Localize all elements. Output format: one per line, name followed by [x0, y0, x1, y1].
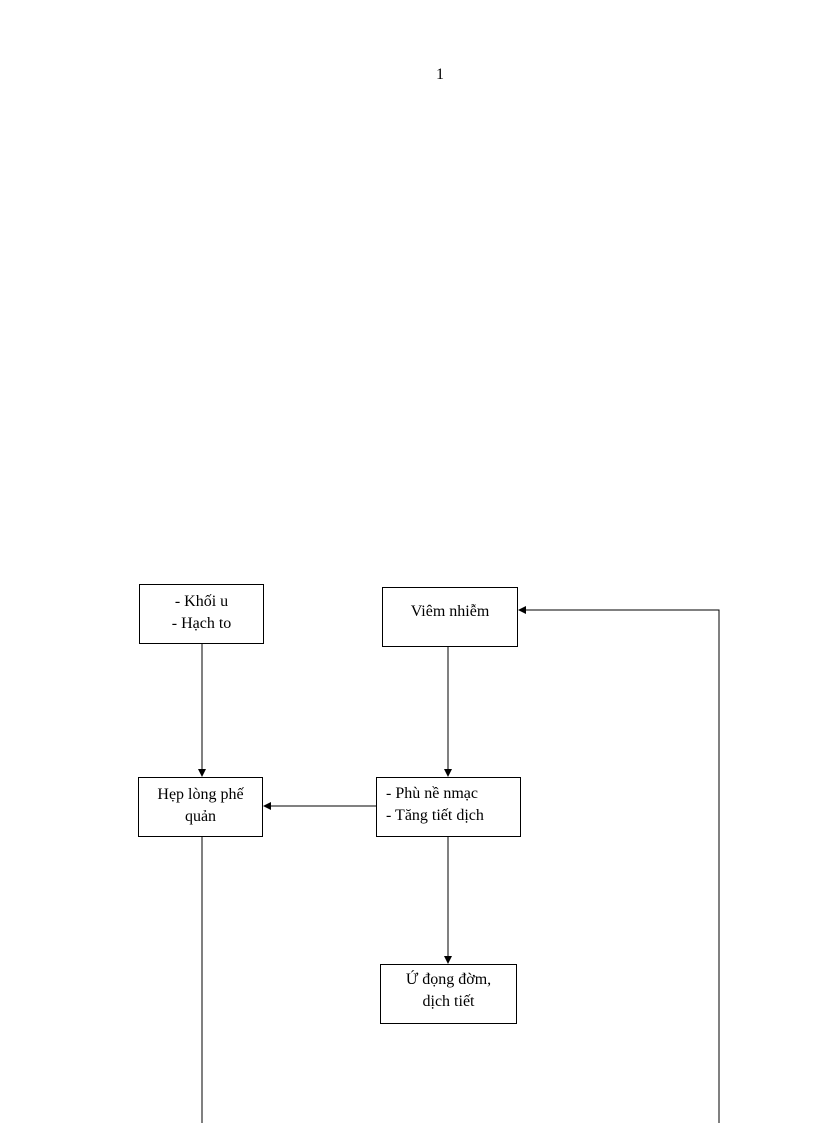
node-tumor-line-1: - Khối u: [174, 593, 229, 610]
node-edema-secretion: - Phù nề nmạc - Tăng tiết dịch: [376, 777, 521, 837]
page-number: 1: [436, 66, 444, 83]
node-inflammation-line-1: Viêm nhiễm: [410, 603, 490, 620]
node-edema-line-2: - Tăng tiết dịch: [386, 807, 484, 824]
node-narrowing-line-2: quản: [184, 808, 217, 825]
node-edema-line-1: - Phù nề nmạc: [386, 785, 478, 802]
node-tumor-line-2: - Hạch to: [171, 615, 232, 632]
node-bronchial-narrowing: Hẹp lòng phế quản: [138, 777, 263, 837]
node-sputum-retention: Ứ đọng đờm, dịch tiết: [380, 964, 517, 1024]
node-retention-line-2: dịch tiết: [422, 993, 475, 1010]
node-tumor-lymph: - Khối u - Hạch to: [139, 584, 264, 644]
node-narrowing-line-1: Hẹp lòng phế: [157, 786, 244, 803]
node-inflammation: Viêm nhiễm: [382, 587, 518, 647]
node-retention-line-1: Ứ đọng đờm,: [405, 971, 492, 988]
edge-feedback-to-inflammation: [518, 606, 720, 1123]
